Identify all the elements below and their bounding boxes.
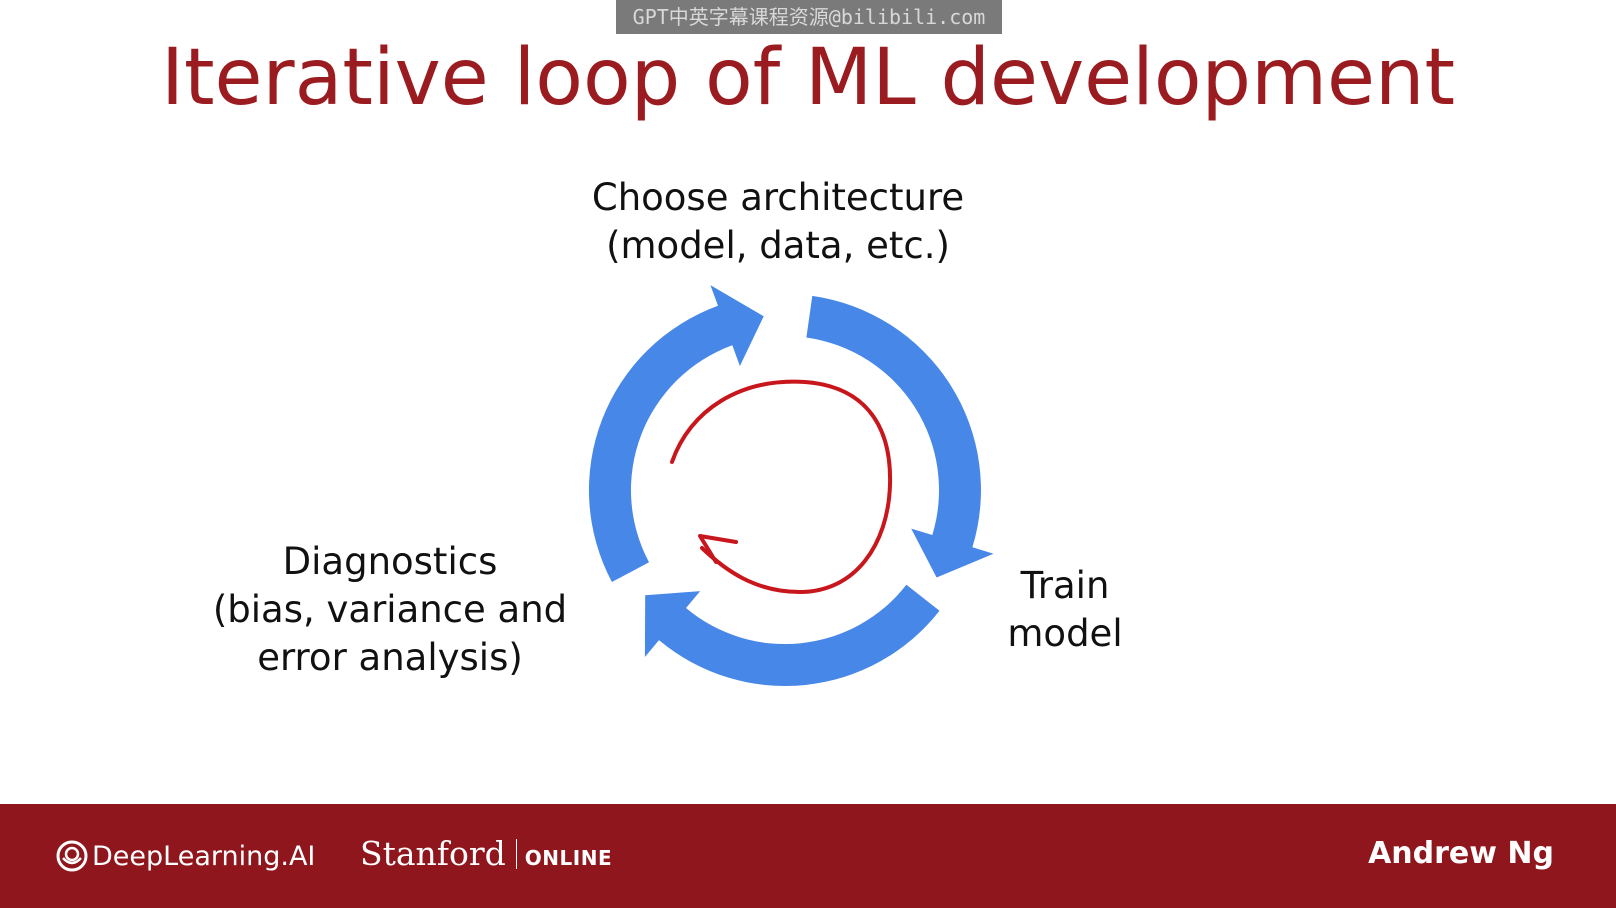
- step-choose-architecture: Choose architecture (model, data, etc.): [553, 174, 1003, 270]
- step-diagnostics-line-2: (bias, variance and: [212, 588, 568, 631]
- step-choose-line-2: (model, data, etc.): [606, 224, 950, 267]
- cycle-arrow-to-diagnose: [644, 584, 940, 687]
- deeplearning-logo-icon: [56, 840, 88, 872]
- deeplearning-logo: DeepLearning.AI: [56, 836, 315, 876]
- loop-arrow-curve: [670, 379, 893, 595]
- step-train-line-1: Train: [1020, 564, 1110, 607]
- loop-arrow-head: [698, 534, 738, 564]
- author-name: Andrew Ng: [1368, 836, 1554, 871]
- step-diagnostics-line-1: Diagnostics: [282, 540, 498, 583]
- logo-divider: [515, 838, 517, 869]
- watermark: GPT中英字幕课程资源@bilibili.com: [616, 0, 1002, 34]
- deeplearning-logo-text: DeepLearning.AI: [92, 840, 316, 872]
- step-diagnostics: Diagnostics (bias, variance and error an…: [170, 538, 610, 682]
- cycle-arrow-to-train: [806, 295, 994, 578]
- footer-bar: DeepLearning.AI Stanford ONLINE Andrew N…: [0, 804, 1616, 908]
- stanford-name: Stanford: [360, 834, 506, 873]
- cycle-diagram: [588, 285, 994, 687]
- slide-title: Iterative loop of ML development: [160, 33, 1456, 123]
- step-choose-line-1: Choose architecture: [591, 176, 965, 219]
- step-train-model: Train model: [985, 562, 1145, 658]
- step-train-line-2: model: [1007, 612, 1123, 655]
- stanford-online-text: ONLINE: [524, 845, 613, 870]
- cycle-arrows: [588, 285, 994, 687]
- step-diagnostics-line-3: error analysis): [257, 636, 523, 679]
- stanford-online-logo: Stanford ONLINE: [360, 834, 612, 873]
- cycle-arrow-to-choose: [588, 285, 764, 582]
